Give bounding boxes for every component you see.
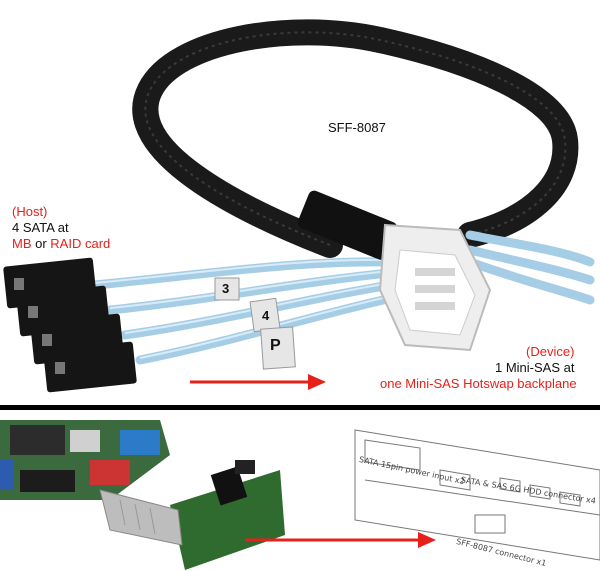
motherboard-photo — [0, 420, 170, 500]
device-line2: one Mini-SAS Hotswap backplane — [380, 376, 577, 391]
wire-tag-p: P — [270, 337, 281, 354]
backplane-drawing — [354, 429, 600, 561]
raid-card-photo — [99, 460, 285, 570]
host-raid: RAID card — [50, 236, 111, 251]
mini-sas-connector — [378, 223, 492, 352]
host-mb: MB — [12, 236, 32, 251]
divider — [0, 405, 600, 410]
host-or: or — [31, 236, 51, 251]
arrow-right-icon-bottom — [245, 532, 436, 548]
host-line2: MB or RAID card — [12, 236, 110, 252]
device-line1: 1 Mini-SAS at — [495, 360, 575, 375]
wire-tag-4: 4 — [262, 308, 270, 323]
cable-label: SFF-8087 — [328, 120, 386, 135]
blue-wires — [90, 230, 595, 365]
braided-sleeve — [132, 19, 579, 258]
arrow-right-icon-top — [190, 374, 326, 390]
host-tag: (Host) — [12, 204, 48, 219]
host-line1: 4 SATA at — [12, 220, 69, 235]
wire-tag-3: 3 — [222, 281, 230, 296]
device-tag: (Device) — [526, 344, 575, 359]
sata-connectors — [3, 257, 137, 393]
